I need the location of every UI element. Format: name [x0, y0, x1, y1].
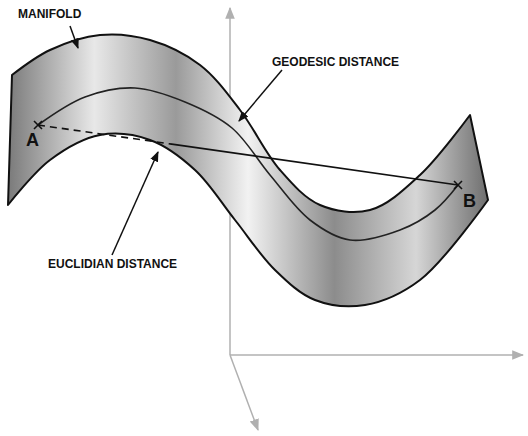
leader-line — [239, 70, 282, 121]
axis-line — [230, 355, 258, 430]
point-label: A — [26, 131, 39, 151]
point-mark — [454, 181, 462, 189]
euclidean-line — [38, 125, 170, 144]
euclidean-line — [170, 144, 458, 185]
point-mark — [34, 121, 42, 129]
manifold-ribbon — [8, 34, 488, 306]
point-label: B — [463, 192, 476, 212]
part-name: GEODESIC DISTANCE — [272, 56, 399, 69]
part-name: EUCLIDIAN DISTANCE — [48, 258, 177, 271]
part-name: MANIFOLD — [18, 8, 81, 21]
manifold-surface — [8, 34, 488, 306]
leader-line — [70, 26, 78, 48]
axis-line — [230, 354, 523, 356]
leader-lines — [70, 26, 282, 255]
leader-line — [112, 152, 158, 255]
